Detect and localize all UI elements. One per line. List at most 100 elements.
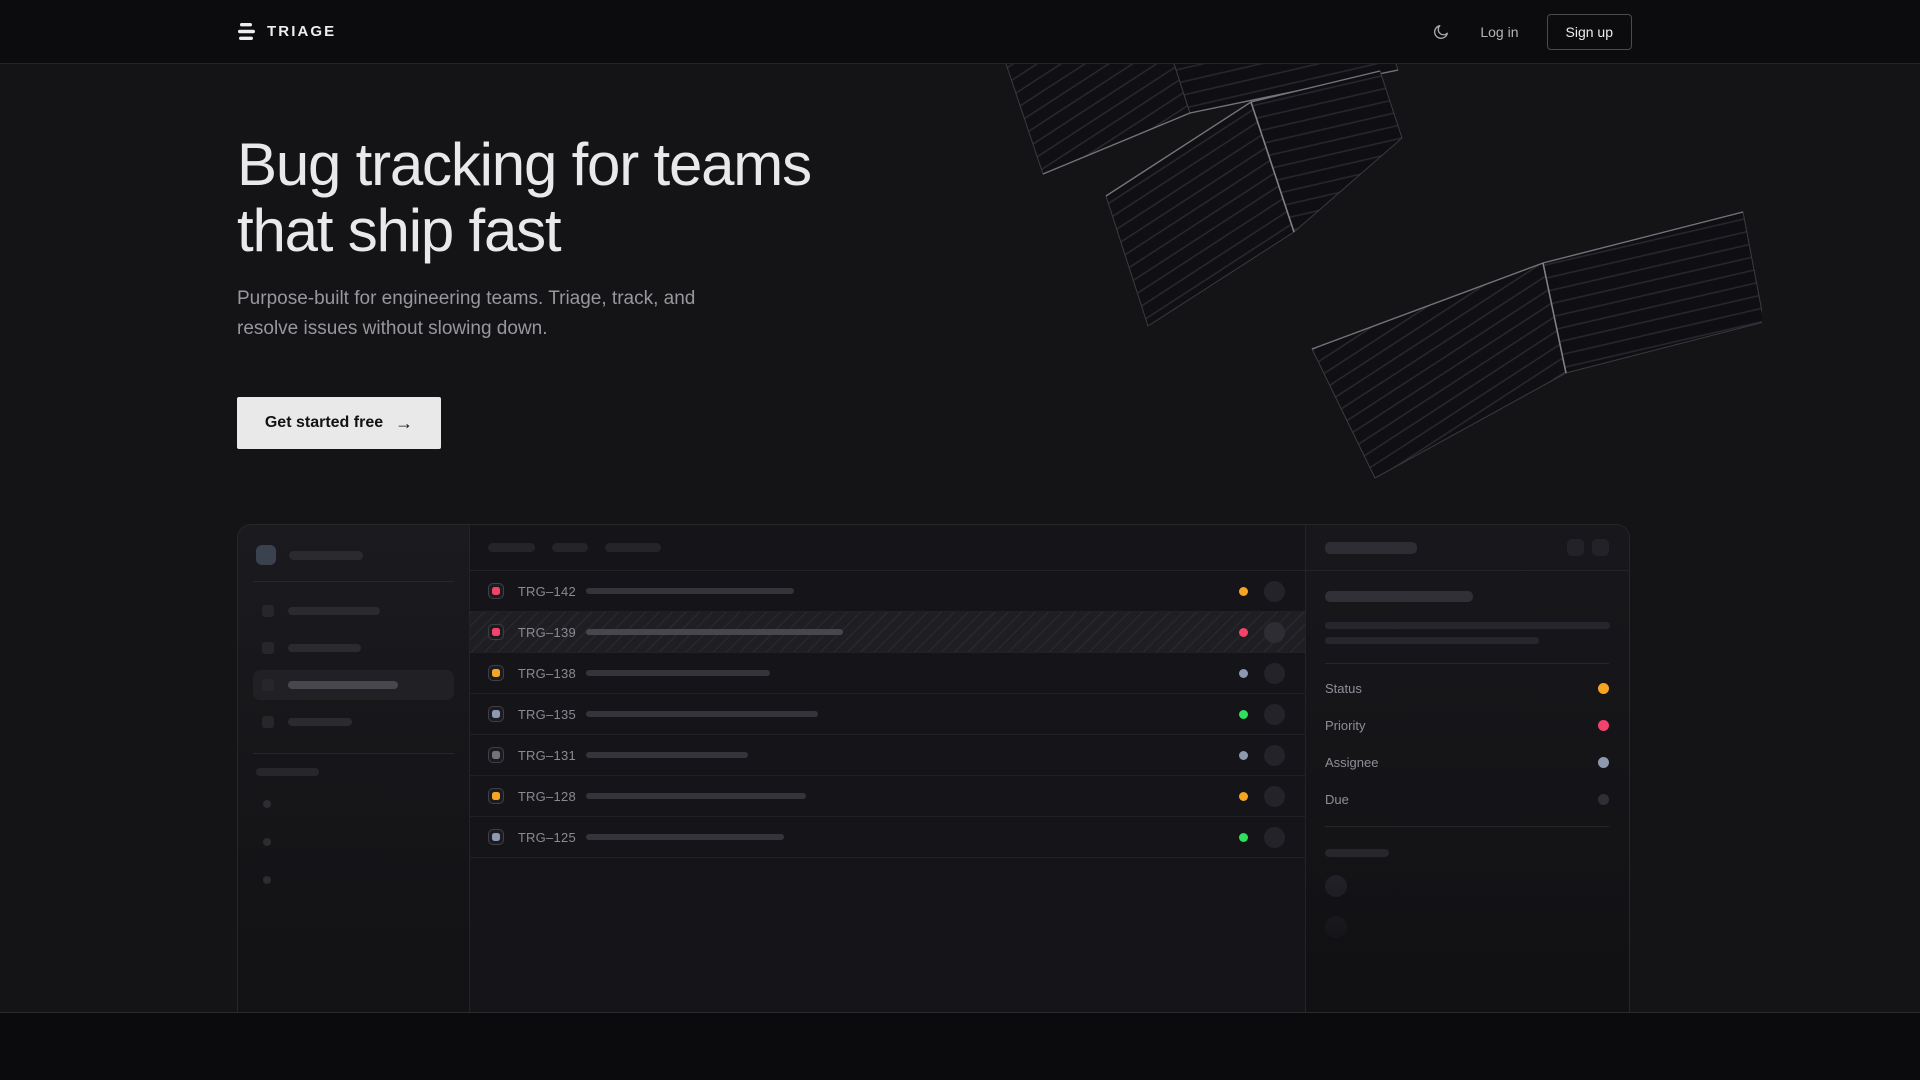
issue-meta <box>1239 662 1285 684</box>
issue-row[interactable]: TRG–138 <box>469 653 1305 694</box>
property-label: Priority <box>1325 718 1366 733</box>
page-title: Bug tracking for teams that ship fast <box>237 131 812 264</box>
sidebar-dot <box>263 800 271 808</box>
page-title-line1: Bug tracking for teams <box>237 131 812 198</box>
issue-title-placeholder <box>1325 591 1473 602</box>
issue-type-icon <box>487 665 504 681</box>
workspace-avatar <box>256 545 276 565</box>
preview-nav-item <box>253 707 454 737</box>
status-dot <box>1239 832 1248 842</box>
detail-action-button[interactable] <box>1592 539 1609 556</box>
property-label: Status <box>1325 681 1362 696</box>
issue-title-placeholder <box>585 793 806 799</box>
divider <box>1325 826 1609 827</box>
issue-id: TRG–142 <box>517 583 576 599</box>
preview-nav <box>253 582 454 754</box>
issue-row[interactable]: TRG–142 <box>469 571 1305 612</box>
detail-action-button[interactable] <box>1567 539 1584 556</box>
issue-title-placeholder <box>585 752 748 758</box>
issue-row[interactable]: TRG–139 <box>469 612 1305 653</box>
status-dot <box>1239 627 1248 637</box>
description-placeholder <box>1325 622 1610 629</box>
hero-section: Bug tracking for teams that ship fast Pu… <box>0 64 1920 1013</box>
get-started-button[interactable]: Get started free → <box>237 397 441 449</box>
sidebar-dot <box>263 876 271 884</box>
issue-id: TRG–125 <box>517 829 576 845</box>
slab-bottom <box>1311 211 1762 479</box>
issue-meta <box>1239 703 1285 725</box>
assignee-avatar <box>1264 703 1285 725</box>
detail-actions <box>1567 539 1609 556</box>
issue-meta <box>1239 826 1285 848</box>
issue-detail-panel: Status Priority Assignee Due <box>1305 525 1629 1012</box>
divider <box>1325 663 1609 664</box>
theme-toggle-button[interactable] <box>1430 21 1452 43</box>
property-row[interactable]: Priority <box>1325 707 1609 744</box>
assignee-avatar <box>1264 621 1285 643</box>
page-title-line2: that ship fast <box>237 197 562 264</box>
hero-subtitle: Purpose-built for engineering teams. Tri… <box>237 288 696 339</box>
property-row[interactable]: Due <box>1325 781 1609 818</box>
navbar: TRIAGE Log in Sign up <box>0 0 1920 64</box>
issue-row[interactable]: TRG–131 <box>469 735 1305 776</box>
brand[interactable]: TRIAGE <box>238 23 336 40</box>
issue-title-placeholder <box>585 711 818 717</box>
get-started-label: Get started free <box>264 414 384 431</box>
wireframe-slabs-decoration <box>1005 64 1762 479</box>
issue-type-icon <box>487 624 504 640</box>
property-value-dot <box>1598 757 1609 768</box>
login-link[interactable]: Log in <box>1480 23 1519 40</box>
detail-title-placeholder <box>1325 541 1417 554</box>
assignee-avatar <box>1264 662 1285 684</box>
issue-id: TRG–128 <box>517 788 576 804</box>
status-dot <box>1239 586 1248 596</box>
filter-pill-placeholder <box>487 543 535 552</box>
issue-list-header <box>469 525 1305 571</box>
nav-item-icon <box>262 716 274 728</box>
preview-sidebar-dots <box>263 800 454 884</box>
preview-sidebar <box>238 525 470 1012</box>
issue-type-icon <box>487 583 504 599</box>
assignee-avatar <box>1264 580 1285 602</box>
issue-row[interactable]: TRG–125 <box>469 817 1305 858</box>
property-rows: Status Priority Assignee Due <box>1325 670 1609 818</box>
property-value-dot <box>1598 720 1609 731</box>
app-preview-window: TRG–142 TRG–139 TRG–138 TRG–135 TRG– <box>237 524 1630 1012</box>
preview-nav-item <box>253 596 454 626</box>
status-dot <box>1239 668 1248 678</box>
property-value-dot <box>1598 794 1609 805</box>
issue-row[interactable]: TRG–128 <box>469 776 1305 817</box>
issue-type-icon <box>487 747 504 763</box>
issue-meta <box>1239 580 1285 602</box>
issue-rows: TRG–142 TRG–139 TRG–138 TRG–135 TRG– <box>469 571 1305 858</box>
property-row[interactable]: Status <box>1325 670 1609 707</box>
nav-item-placeholder <box>288 681 398 689</box>
navbar-right: Log in Sign up <box>1430 13 1632 50</box>
section-label-placeholder <box>256 768 319 776</box>
status-dot <box>1239 709 1248 719</box>
moon-icon <box>1434 24 1449 39</box>
filter-pill-placeholder <box>604 543 661 552</box>
status-dot <box>1239 750 1248 760</box>
slab-top <box>1005 64 1399 175</box>
preview-nav-item-active <box>253 670 454 700</box>
issue-list-panel: TRG–142 TRG–139 TRG–138 TRG–135 TRG– <box>469 525 1305 1012</box>
issue-id: TRG–139 <box>517 624 576 640</box>
detail-header <box>1306 525 1629 571</box>
issue-title-placeholder <box>585 670 770 676</box>
triage-logo-icon <box>238 23 255 40</box>
property-label: Assignee <box>1325 755 1379 770</box>
status-dot <box>1239 791 1248 801</box>
nav-item-icon <box>262 642 274 654</box>
slab-middle <box>1105 70 1403 327</box>
property-row[interactable]: Assignee <box>1325 744 1609 781</box>
issue-row[interactable]: TRG–135 <box>469 694 1305 735</box>
signup-button[interactable]: Sign up <box>1546 13 1632 50</box>
brand-name: TRIAGE <box>267 23 337 40</box>
description-placeholder <box>1325 637 1539 644</box>
issue-id: TRG–131 <box>517 747 576 763</box>
detail-fade-overlay <box>1306 863 1629 1012</box>
nav-item-placeholder <box>288 607 380 615</box>
preview-nav-item <box>253 633 454 663</box>
activity-label-placeholder <box>1325 849 1389 857</box>
